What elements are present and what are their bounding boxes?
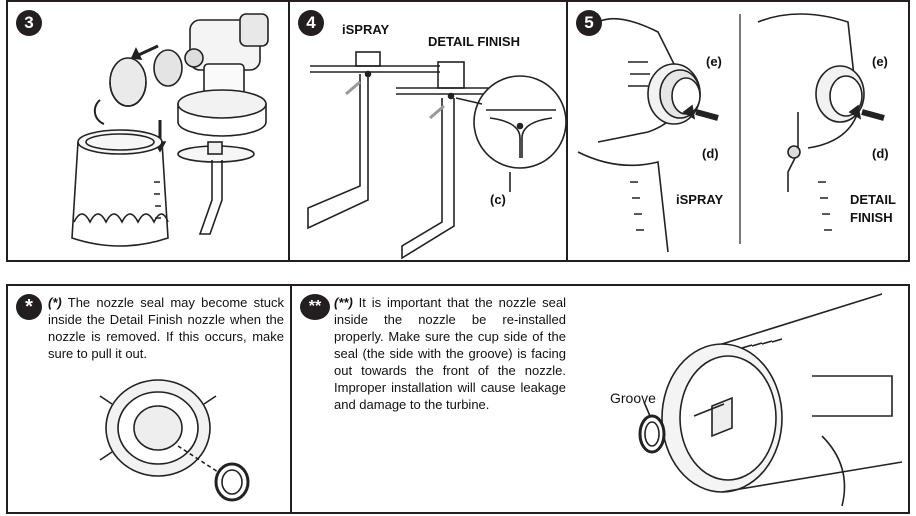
label-d-ispray: (d) [702,146,719,161]
nozzle-seal-removal-illustration [99,379,250,502]
label-d-detail: (d) [872,146,889,161]
note-star-panel: * (*) The nozzle seal may become stuck i… [6,284,292,514]
note-star-marker: (*) [48,295,62,310]
step-5-panel: 5 (e) (d) iSPRAY (e) (d) DETAIL FINISH [566,0,910,262]
label-e-detail: (e) [872,54,888,69]
step-4-panel: 4 iSPRAY DETAIL FINISH (c) [288,0,568,262]
label-ispray: iSPRAY [342,22,390,37]
step-3-badge: 3 [16,10,42,36]
label-c: (c) [490,192,506,207]
label-ispray-5: iSPRAY [676,192,724,207]
note-star-badge: * [16,294,42,320]
note-double-star-badge: ** [300,294,330,320]
note-double-star-body: It is important that the nozzle seal ins… [334,295,566,412]
nozzle-seal-illustration [307,51,566,260]
label-detail-line2: FINISH [850,210,893,225]
note-star-text: (*) The nozzle seal may become stuck ins… [48,294,284,362]
step-3-panel: 3 [6,0,290,262]
label-detail-line1: DETAIL [850,192,896,207]
note-star-body: The nozzle seal may become stuck inside … [48,295,284,361]
step-4-badge: 4 [298,10,324,36]
sprayer-disassembly-illustration [71,13,269,247]
label-e-ispray: (e) [706,54,722,69]
step-5-badge: 5 [576,10,602,36]
note-double-star-marker: (**) [334,295,353,310]
note-double-star-text: (**) It is important that the nozzle sea… [334,294,566,413]
note-double-star-panel: ** (**) It is important that the nozzle … [290,284,910,514]
nozzle-install-illustration [577,13,885,253]
nozzle-groove-illustration [638,293,903,507]
label-detail-finish: DETAIL FINISH [428,34,520,49]
